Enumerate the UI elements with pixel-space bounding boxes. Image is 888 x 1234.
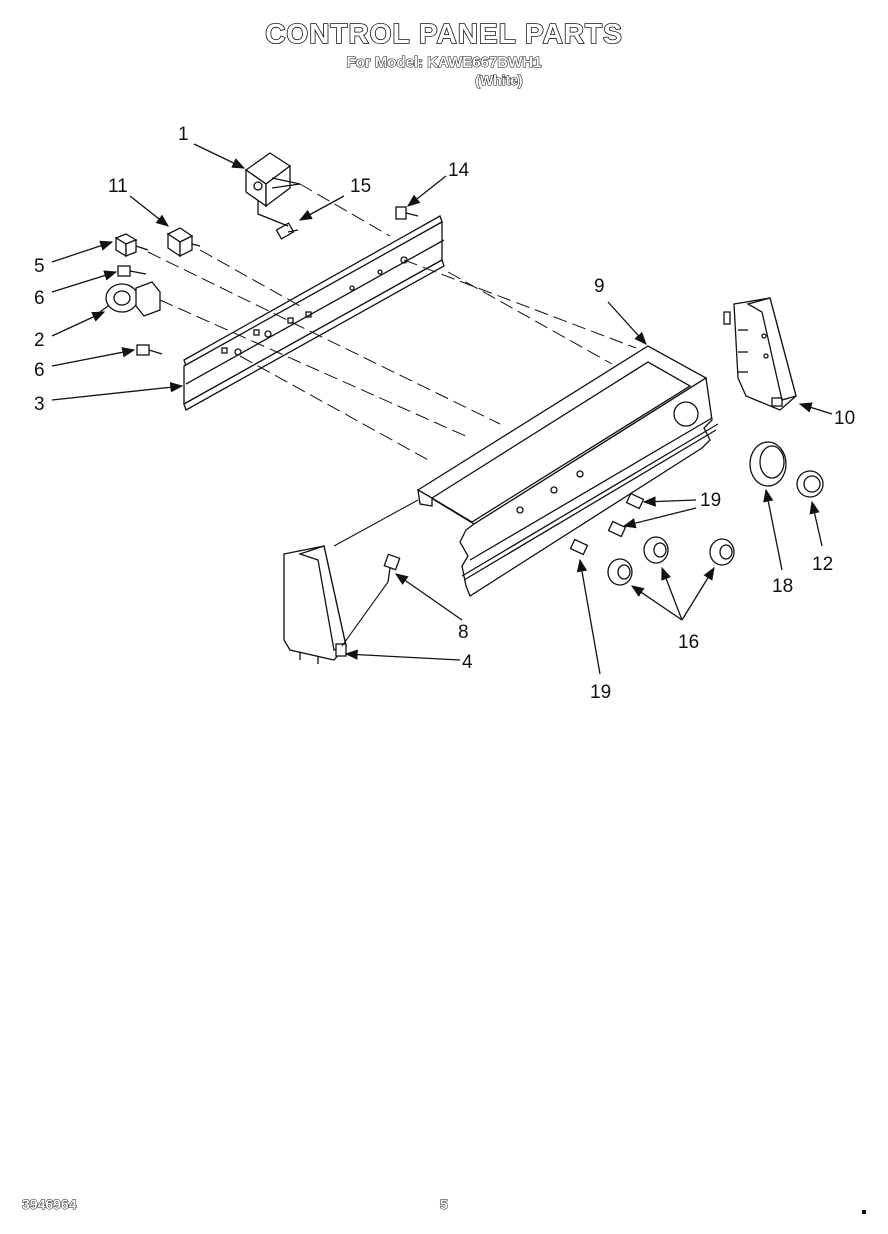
part-6-screw-upper	[117, 265, 147, 277]
part-3-mounting-bracket	[183, 215, 445, 411]
callout-19-lower: 19	[590, 682, 611, 703]
document-number: 3946964	[22, 1196, 78, 1213]
part-10-end-cap-right	[723, 297, 797, 411]
part-19-insert-b	[607, 520, 627, 538]
callout-11: 11	[108, 176, 128, 197]
leader-lines	[51, 143, 833, 675]
callout-9: 9	[594, 276, 605, 297]
callout-8: 8	[458, 622, 469, 643]
color-variant: (White)	[475, 71, 524, 88]
part-16-knob-a	[643, 536, 669, 564]
callout-labels: 1 11 15 14 5 6 2 6 3 9 10 19 18 12 8 16 …	[34, 124, 855, 703]
corner-mark	[862, 1210, 866, 1214]
part-11-connector	[166, 227, 201, 258]
part-14-screw	[395, 206, 419, 220]
model-number: For Model: KAWE667BWH1	[346, 53, 542, 71]
part-12-knob-cap	[796, 470, 824, 498]
callout-1: 1	[178, 124, 189, 145]
part-2-pressure-switch	[99, 281, 161, 317]
part-5-switch	[114, 233, 149, 258]
screw-8-axis	[341, 581, 389, 647]
callout-10: 10	[834, 408, 855, 429]
callout-6-lower: 6	[34, 360, 45, 381]
callout-15: 15	[350, 176, 371, 197]
part-16-knob-b	[709, 538, 735, 566]
callout-4: 4	[462, 652, 473, 673]
page-number: 5	[440, 1196, 449, 1213]
callout-3: 3	[34, 394, 45, 415]
part-9-control-panel	[416, 345, 719, 597]
callout-5: 5	[34, 256, 45, 277]
part-8-screw	[383, 553, 401, 583]
panel-axis-left	[333, 499, 419, 547]
callout-2: 2	[34, 330, 45, 351]
callout-14: 14	[448, 160, 470, 181]
part-15-screw	[257, 200, 299, 240]
page-title: CONTROL PANEL PARTS	[264, 17, 623, 50]
callout-16: 16	[678, 632, 699, 653]
alignment-lines	[147, 183, 637, 463]
callout-6-upper: 6	[34, 288, 45, 309]
part-4-end-cap-left	[283, 545, 347, 664]
part-19-insert-c	[569, 538, 589, 556]
callout-12: 12	[812, 554, 833, 575]
part-16-knob-c	[607, 558, 633, 586]
part-18-bezel-ring	[749, 441, 787, 487]
callout-18: 18	[772, 576, 793, 597]
part-1-bracket	[244, 152, 301, 208]
part-19-insert-a	[625, 492, 645, 510]
part-6-screw-lower	[136, 344, 163, 356]
callout-19-upper: 19	[700, 490, 721, 511]
